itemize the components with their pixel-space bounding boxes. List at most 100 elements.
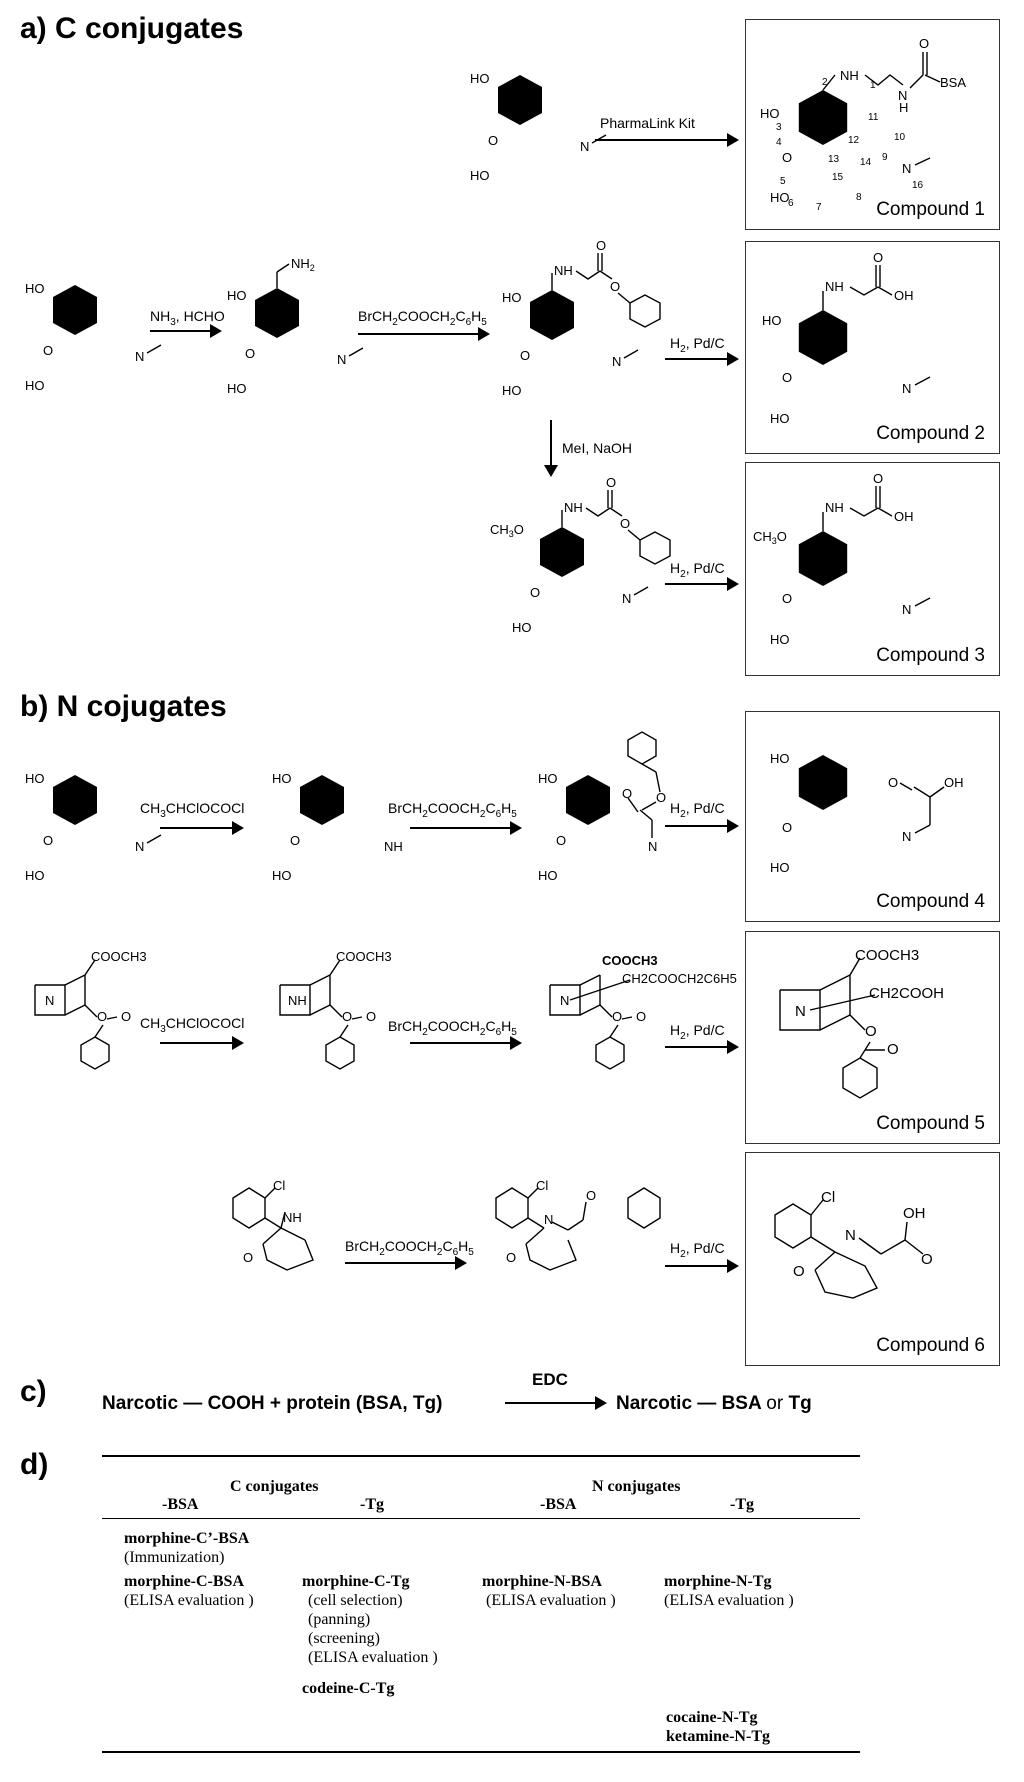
svg-text:N: N (135, 839, 144, 854)
svg-text:O: O (793, 1263, 805, 1280)
reagent-h2-pdc-a2: H2, Pd/C (670, 335, 725, 355)
atom-ho: HO (470, 71, 490, 86)
svg-text:10: 10 (894, 132, 906, 143)
reagent-h2-pdc-a3: H2, Pd/C (670, 560, 725, 580)
svg-text:NH2: NH2 (291, 256, 315, 273)
arrow-b4 (160, 1036, 244, 1050)
svg-text:O: O (243, 1250, 253, 1265)
norketamine-structure: Cl NH O (232, 1178, 314, 1271)
atom-n: N (902, 161, 911, 176)
svg-text:O: O (782, 591, 792, 606)
svg-text:N: N (560, 993, 569, 1008)
atom-bsa: BSA (940, 75, 966, 90)
reagent-benzylbromoacetate-b3: BrCH2COOCH2C6H5 (345, 1238, 474, 1258)
svg-text:HO: HO (512, 620, 532, 635)
svg-text:O: O (610, 279, 620, 294)
svg-text:CH2COOCH2C6H5: CH2COOCH2C6H5 (622, 971, 737, 986)
svg-text:N: N (612, 354, 621, 369)
reagent-h2-pdc-b2: H2, Pd/C (670, 1022, 725, 1042)
benzyl-ester-intermediate-structure: NH O O HO O HO N (502, 238, 661, 398)
compound-1-box: Compound 1 (745, 19, 1000, 230)
svg-text:O: O (596, 238, 606, 253)
svg-text:O: O (612, 1009, 622, 1024)
atom-n: N (580, 139, 589, 154)
atom-ho: HO (770, 190, 790, 205)
atom-o: O (919, 36, 929, 51)
section-b-heading: b) N cojugates (20, 690, 227, 723)
svg-text:11: 11 (868, 112, 879, 123)
svg-text:O: O (245, 346, 255, 361)
svg-text:N: N (845, 1227, 856, 1244)
svg-text:O: O (290, 833, 300, 848)
svg-text:Cl: Cl (273, 1178, 285, 1193)
section-a-heading: a) C conjugates (20, 12, 244, 45)
svg-text:O: O (43, 343, 53, 358)
svg-text:O: O (606, 475, 616, 490)
svg-text:O: O (97, 1009, 107, 1024)
compound-4-label: Compound 4 (876, 891, 985, 912)
svg-text:N: N (337, 352, 346, 367)
svg-text:12: 12 (848, 135, 860, 146)
svg-text:6: 6 (788, 198, 794, 209)
svg-text:O: O (865, 1023, 877, 1040)
cell-morphine-c-tg: morphine-C-Tg (302, 1573, 410, 1590)
compound-1-structure: HO O HO N NH N H O BSA 2 1 3 4 5 6 7 8 9… (760, 36, 966, 213)
svg-text:O: O (873, 250, 883, 265)
table-sub-n-bsa: -BSA (540, 1496, 577, 1513)
svg-text:COOCH3: COOCH3 (91, 949, 147, 964)
svg-text:COOCH3: COOCH3 (602, 953, 658, 968)
svg-text:4: 4 (776, 137, 782, 148)
svg-text:HO: HO (762, 313, 782, 328)
compound-3-structure: NH O OH CH3O O HO N (753, 471, 931, 647)
svg-text:O: O (586, 1188, 596, 1203)
arrow-b2 (410, 821, 522, 835)
svg-text:N: N (135, 349, 144, 364)
svg-text:HO: HO (25, 868, 45, 883)
svg-text:O: O (556, 833, 566, 848)
svg-text:OH: OH (894, 288, 914, 303)
svg-text:14: 14 (860, 157, 872, 168)
svg-text:OH: OH (944, 775, 964, 790)
svg-text:Cl: Cl (821, 1189, 835, 1206)
arrow-b3 (665, 819, 739, 833)
cell-codeine-c-tg: codeine-C-Tg (302, 1680, 395, 1697)
arrow-a4 (665, 352, 739, 366)
svg-text:HO: HO (227, 288, 247, 303)
reagent-h2-pdc-b3: H2, Pd/C (670, 1240, 725, 1260)
table-header-rule (102, 1518, 860, 1519)
arrow-b1 (160, 821, 244, 835)
svg-text:OH: OH (894, 509, 914, 524)
svg-text:7: 7 (816, 202, 822, 213)
arrow-a3 (358, 327, 490, 341)
equation-right: Narcotic — BSA or Tg (616, 1393, 812, 1414)
svg-text:O: O (873, 471, 883, 486)
compound-5-box: Compound 5 (745, 931, 1000, 1144)
svg-text:O: O (782, 370, 792, 385)
svg-text:COOCH3: COOCH3 (336, 949, 392, 964)
arrow-b5 (410, 1036, 522, 1050)
equation-reagent: EDC (532, 1370, 568, 1389)
svg-text:HO: HO (770, 860, 790, 875)
svg-text:HO: HO (25, 281, 45, 296)
reagent-h2-pdc-b1: H2, Pd/C (670, 800, 725, 820)
cell-morphine-n-tg: morphine-N-Tg (664, 1573, 772, 1590)
svg-text:N: N (45, 993, 54, 1008)
svg-text:CH3O: CH3O (753, 529, 787, 546)
n-benzyl-ester-morphine-structure: HO O HO N O O (538, 731, 666, 883)
svg-text:N: N (544, 1212, 553, 1227)
arrow-a2 (150, 324, 222, 338)
svg-text:O: O (520, 348, 530, 363)
svg-text:NH: NH (825, 279, 844, 294)
compound-6-box: Compound 6 (745, 1152, 1000, 1366)
svg-text:N: N (902, 829, 911, 844)
svg-text:NH: NH (825, 500, 844, 515)
reagent-chloroformate-b1: CH3CHClOCOCl (140, 800, 245, 820)
cell-morphine-c-prime-bsa: morphine-C’-BSA (124, 1530, 250, 1547)
atom-nh: NH (840, 68, 859, 83)
arrow-b7 (345, 1256, 467, 1270)
table-group-c: C conjugates (230, 1478, 319, 1495)
svg-text:15: 15 (832, 172, 844, 183)
svg-text:O: O (43, 833, 53, 848)
svg-text:O: O (342, 1009, 352, 1024)
svg-text:HO: HO (272, 868, 292, 883)
